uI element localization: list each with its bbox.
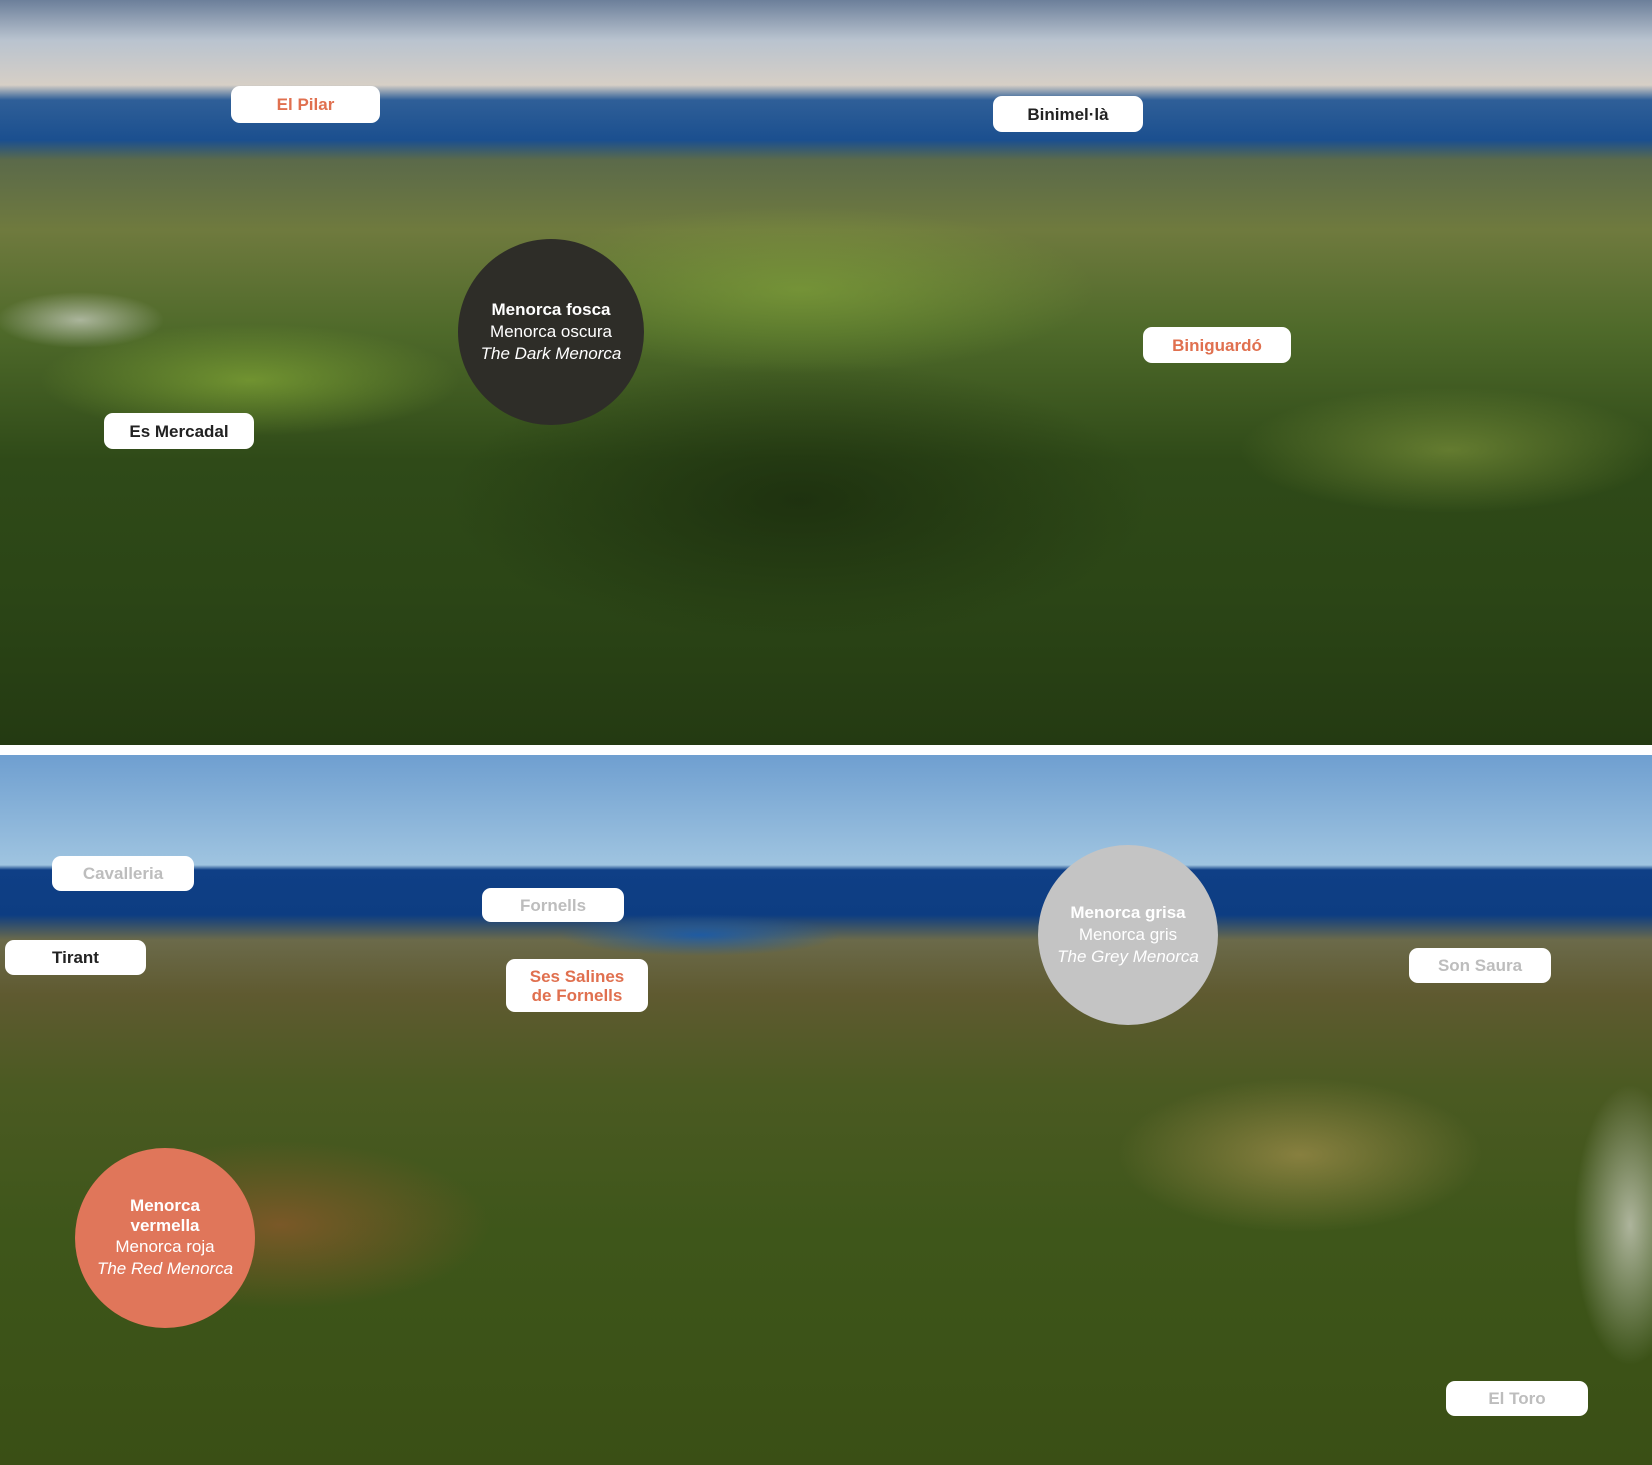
zone-name-spanish: Menorca roja xyxy=(115,1237,215,1256)
zone-name-spanish: Menorca oscura xyxy=(490,322,612,341)
zone-badge-red-menorca: Menorca vermella Menorca roja The Red Me… xyxy=(75,1148,255,1328)
place-label-es-mercadal: Es Mercadal xyxy=(104,413,254,449)
place-label-binimella: Binimel·là xyxy=(993,96,1143,132)
place-label-ses-salines-de-fornells: Ses Salines de Fornells xyxy=(506,959,648,1012)
landscape-photo-dark-menorca: El Pilar Binimel·là Biniguardó Es Mercad… xyxy=(0,0,1652,745)
zone-name-english: The Grey Menorca xyxy=(1057,947,1199,966)
zone-name-catalan: Menorca vermella xyxy=(130,1196,200,1235)
place-label-son-saura: Son Saura xyxy=(1409,948,1551,983)
zone-name-english: The Dark Menorca xyxy=(480,344,622,363)
zone-name-english: The Red Menorca xyxy=(96,1259,234,1278)
landscape-photo-grey-red-menorca: Cavalleria Fornells Tirant Ses Salines d… xyxy=(0,755,1652,1465)
zone-badge-grey-menorca: Menorca grisa Menorca gris The Grey Meno… xyxy=(1038,845,1218,1025)
zone-name-catalan: Menorca grisa xyxy=(1070,903,1186,922)
place-label-tirant: Tirant xyxy=(5,940,146,975)
zone-name-spanish: Menorca gris xyxy=(1078,925,1178,944)
place-label-el-pilar: El Pilar xyxy=(231,86,380,123)
zone-name-catalan: Menorca fosca xyxy=(491,300,611,319)
zone-badge-dark-menorca: Menorca fosca Menorca oscura The Dark Me… xyxy=(458,239,644,425)
place-label-cavalleria: Cavalleria xyxy=(52,856,194,891)
place-label-fornells: Fornells xyxy=(482,888,624,922)
place-label-biniguardo: Biniguardó xyxy=(1143,327,1291,363)
place-label-el-toro: El Toro xyxy=(1446,1381,1588,1416)
